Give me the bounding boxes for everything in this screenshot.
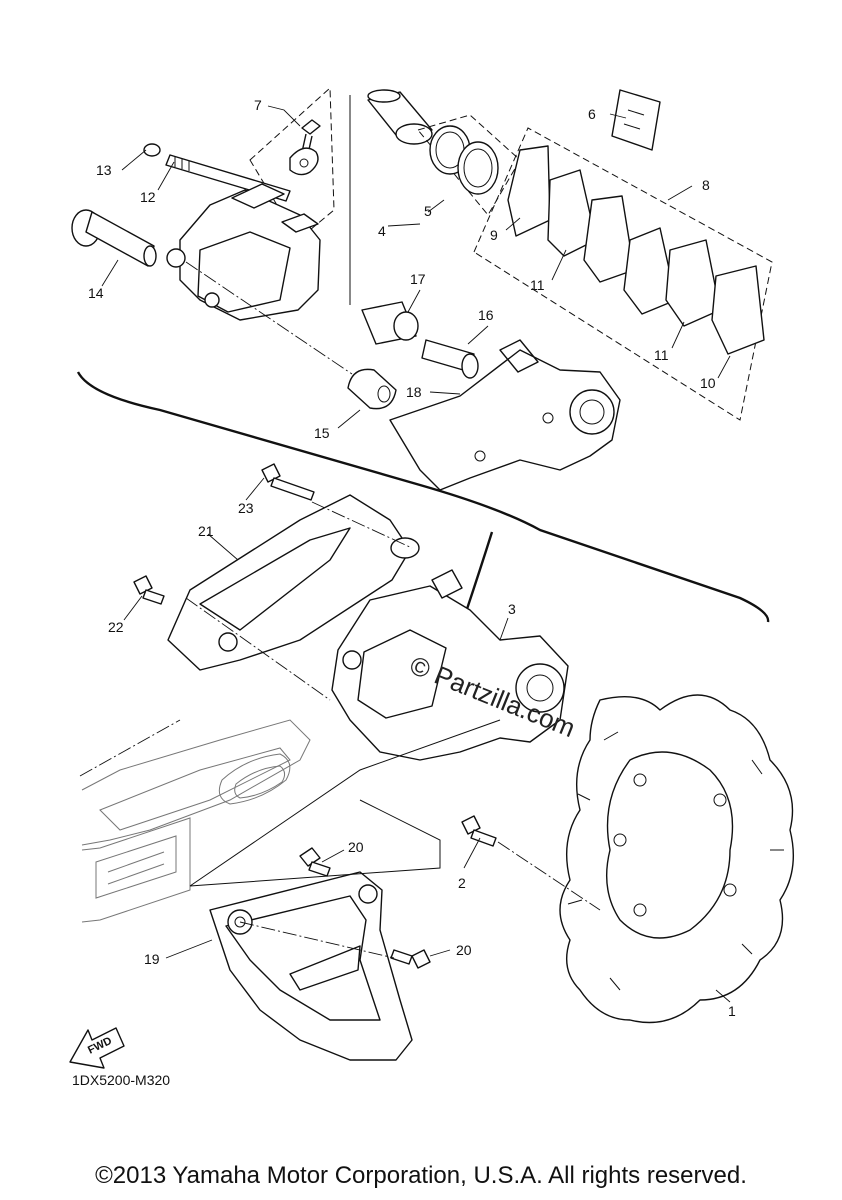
callout-15: 15 bbox=[314, 425, 330, 441]
leader-lines bbox=[101, 105, 731, 1003]
callout-7: 7 bbox=[254, 97, 262, 113]
callout-17: 17 bbox=[410, 271, 426, 287]
callout-19: 19 bbox=[144, 951, 160, 967]
disc-guard bbox=[209, 871, 413, 1061]
disc-bolt bbox=[461, 815, 497, 847]
assembly-lines bbox=[79, 261, 601, 959]
callout-10: 10 bbox=[700, 375, 716, 391]
callout-5: 5 bbox=[424, 203, 432, 219]
callout-6: 6 bbox=[588, 106, 596, 122]
guard-bolts bbox=[299, 847, 431, 969]
callout-8: 8 bbox=[702, 177, 710, 193]
copyright-notice: ©2013 Yamaha Motor Corporation, U.S.A. A… bbox=[95, 1162, 747, 1189]
brake-pad-kit bbox=[473, 127, 773, 421]
callout-16: 16 bbox=[478, 307, 494, 323]
assembly-bracket-line bbox=[76, 371, 770, 623]
seal-kit bbox=[417, 114, 521, 216]
callout-20-b: 20 bbox=[456, 942, 472, 958]
callout-9: 9 bbox=[490, 227, 498, 243]
callout-20-a: 20 bbox=[348, 839, 364, 855]
callout-13: 13 bbox=[96, 162, 112, 178]
assembled-caliper bbox=[331, 569, 569, 761]
mount-bolts bbox=[133, 463, 315, 605]
callout-11-a: 11 bbox=[530, 277, 545, 293]
slide-bolt bbox=[71, 209, 157, 267]
callout-1: 1 bbox=[728, 1003, 736, 1019]
forward-arrow-icon: FWD bbox=[69, 1027, 125, 1069]
caliper-guard bbox=[167, 494, 420, 671]
callout-23: 23 bbox=[238, 500, 254, 516]
callout-18: 18 bbox=[406, 384, 422, 400]
callout-labels: 1 2 3 4 5 6 7 8 9 10 11 11 12 13 14 15 1… bbox=[88, 97, 736, 1019]
boot-and-bush bbox=[347, 301, 479, 410]
callout-2: 2 bbox=[458, 875, 466, 891]
callout-12: 12 bbox=[140, 189, 156, 205]
brake-disc bbox=[559, 694, 795, 1024]
pad-spring bbox=[611, 89, 661, 151]
assembly-bracket-tail bbox=[464, 531, 494, 613]
callout-4: 4 bbox=[378, 223, 386, 239]
callout-22: 22 bbox=[108, 619, 124, 635]
callout-14: 14 bbox=[88, 285, 104, 301]
callout-21: 21 bbox=[198, 523, 214, 539]
callout-11-b: 11 bbox=[654, 347, 669, 363]
upper-caliper-body bbox=[166, 183, 321, 321]
bleeder-group bbox=[249, 86, 335, 241]
upper-caliper-bracket bbox=[389, 339, 621, 491]
swingarm-outline bbox=[81, 719, 311, 923]
callout-3: 3 bbox=[508, 601, 516, 617]
diagram-reference-code: 1DX5200-M320 bbox=[72, 1072, 171, 1088]
